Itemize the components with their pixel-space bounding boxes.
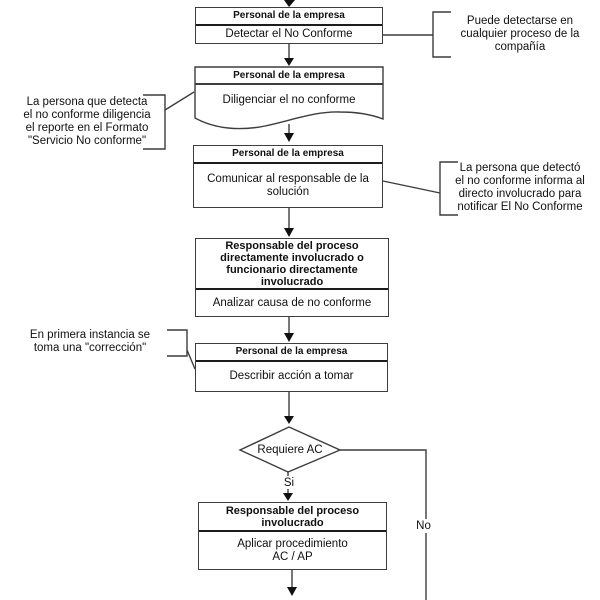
node-action: Aplicar procedimiento AC / AP bbox=[237, 537, 348, 563]
decision-label: Requiere AC bbox=[257, 443, 323, 456]
arrowhead bbox=[284, 333, 294, 342]
note-puede-detectarse: Puede detectarse en cualquier proceso de… bbox=[460, 14, 580, 53]
label-si: Si bbox=[281, 476, 297, 489]
label-no: No bbox=[412, 519, 435, 533]
node-role-header: Personal de la empresa bbox=[196, 8, 382, 26]
arrowhead bbox=[284, 133, 294, 142]
note-informa: La persona que detectó el no conforme in… bbox=[455, 162, 585, 213]
note-formato: La persona que detecta el no conforme di… bbox=[23, 95, 151, 147]
note-bracket bbox=[143, 94, 166, 150]
node-aplicar: Responsable del proceso involucrado Apli… bbox=[198, 502, 387, 570]
node-detectar: Personal de la empresa Detectar el No Co… bbox=[195, 7, 383, 44]
node-action: Analizar causa de no conforme bbox=[212, 296, 372, 309]
document-shape bbox=[194, 66, 384, 130]
note-connector bbox=[382, 180, 441, 194]
arrowhead bbox=[284, 228, 294, 237]
node-action: Detectar el No Conforme bbox=[225, 28, 353, 40]
node-action: Describir acción a tomar bbox=[229, 370, 354, 382]
note-connector bbox=[186, 349, 196, 370]
note-bracket bbox=[432, 11, 451, 58]
no-branch-line bbox=[340, 449, 427, 600]
arrowhead bbox=[287, 587, 297, 596]
node-comunicar: Personal de la empresa Comunicar al resp… bbox=[193, 145, 383, 208]
node-role-header: Personal de la empresa bbox=[196, 344, 387, 362]
node-role-header: Responsable del proceso directamente inv… bbox=[196, 239, 388, 290]
arrowhead bbox=[284, 58, 294, 66]
arrowhead bbox=[284, 416, 294, 424]
arrowhead bbox=[283, 493, 293, 501]
node-describir: Personal de la empresa Describir acción … bbox=[195, 343, 388, 392]
note-correccion: En primera instancia se toma una "correc… bbox=[29, 329, 151, 354]
note-connector bbox=[164, 91, 195, 111]
node-action: Diligenciar el no conforme bbox=[222, 93, 356, 106]
arrowhead bbox=[284, 0, 295, 7]
node-role-header: Personal de la empresa bbox=[233, 69, 345, 81]
node-action: Comunicar al responsable de la solución bbox=[207, 172, 369, 198]
node-role-header: Responsable del proceso involucrado bbox=[199, 503, 386, 532]
node-role-header: Personal de la empresa bbox=[194, 146, 382, 164]
note-bracket bbox=[167, 329, 188, 357]
note-bracket bbox=[439, 161, 458, 216]
node-analizar: Responsable del proceso directamente inv… bbox=[195, 238, 389, 317]
